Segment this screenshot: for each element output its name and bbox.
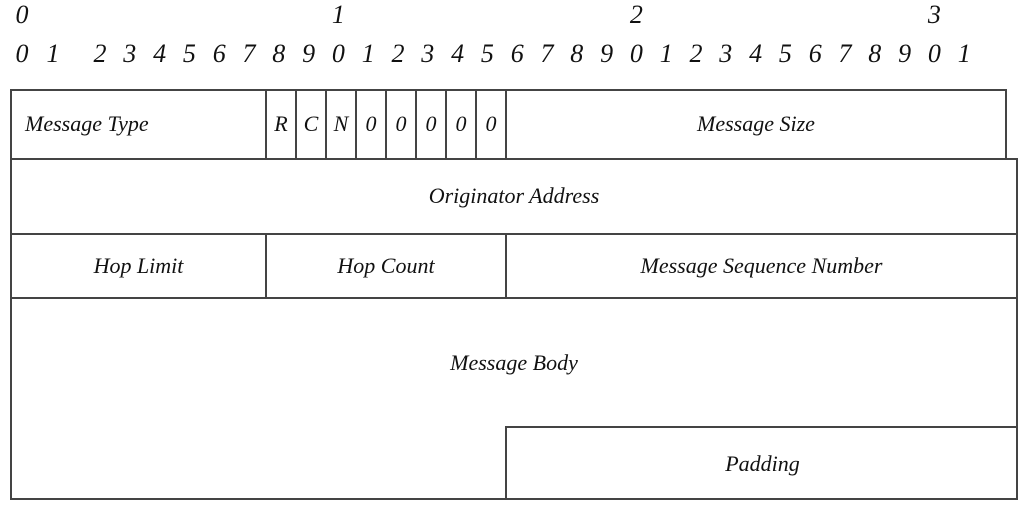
ruler-tens-digit: 0 — [15, 0, 29, 29]
ruler-bit-digit: 4 — [153, 39, 167, 68]
ruler-bit-digit: 8 — [272, 39, 286, 68]
field-message-type: Message Type — [10, 89, 265, 158]
ruler-bit-digit: 1 — [659, 39, 673, 68]
flag-bit-cell: 0 — [355, 89, 385, 158]
ruler-bit-digit: 7 — [540, 39, 554, 68]
ruler-bit-digit: 3 — [123, 39, 137, 68]
ruler-bit-digit: 0 — [629, 39, 643, 68]
ruler-bit-digit: 8 — [868, 39, 882, 68]
field-message-sequence-number: Message Sequence Number — [505, 233, 1018, 297]
flag-bit-cell: 0 — [385, 89, 415, 158]
ruler-tens-digit: 1 — [331, 0, 345, 29]
ruler-bit-digit: 9 — [898, 39, 912, 68]
field-message-body: Message Body — [10, 297, 1018, 500]
field-padding: Padding — [505, 426, 1018, 500]
flag-bit-cell: C — [295, 89, 325, 158]
ruler-tens-digit: 2 — [629, 0, 643, 29]
ruler-bit-digit: 3 — [719, 39, 733, 68]
flag-bit-cell: N — [325, 89, 355, 158]
ruler-bit-digit: 1 — [46, 39, 60, 68]
ruler-bit-digit: 8 — [570, 39, 584, 68]
ruler-bit-digit: 2 — [391, 39, 405, 68]
ruler-bit-digit: 4 — [749, 39, 763, 68]
flag-bit-cell: 0 — [415, 89, 445, 158]
flag-bit-cell: 0 — [445, 89, 475, 158]
ruler-bit-digit: 6 — [212, 39, 226, 68]
ruler-bit-digit: 5 — [182, 39, 196, 68]
ruler-bit-digit: 9 — [302, 39, 316, 68]
ruler-bit-digit: 2 — [689, 39, 703, 68]
ruler-bit-digit: 1 — [361, 39, 375, 68]
ruler-bit-digit: 3 — [421, 39, 435, 68]
ruler-bit-digit: 4 — [451, 39, 465, 68]
ruler-bit-digit: 6 — [510, 39, 524, 68]
ruler-bit-digit: 2 — [93, 39, 107, 68]
ruler-bit-digit: 1 — [957, 39, 971, 68]
ruler-bit-digit: 0 — [927, 39, 941, 68]
ruler-tens-digit: 3 — [927, 0, 941, 29]
field-hop-count: Hop Count — [265, 233, 505, 297]
ruler-bit-digit: 9 — [600, 39, 614, 68]
ruler-bit-digit: 6 — [808, 39, 822, 68]
ruler-bit-digit: 0 — [15, 39, 29, 68]
ruler-bit-digit: 5 — [480, 39, 494, 68]
field-hop-limit: Hop Limit — [10, 233, 265, 297]
flag-bit-cell: 0 — [475, 89, 505, 158]
field-message-body-label: Message Body — [450, 350, 578, 376]
ruler-bit-digit: 5 — [778, 39, 792, 68]
flag-bit-cell: R — [265, 89, 295, 158]
field-originator-address: Originator Address — [10, 158, 1018, 233]
ruler-bit-digit: 7 — [242, 39, 256, 68]
field-message-size: Message Size — [505, 89, 1007, 158]
ruler-bit-digit: 0 — [331, 39, 345, 68]
ruler-bit-digit: 7 — [838, 39, 852, 68]
